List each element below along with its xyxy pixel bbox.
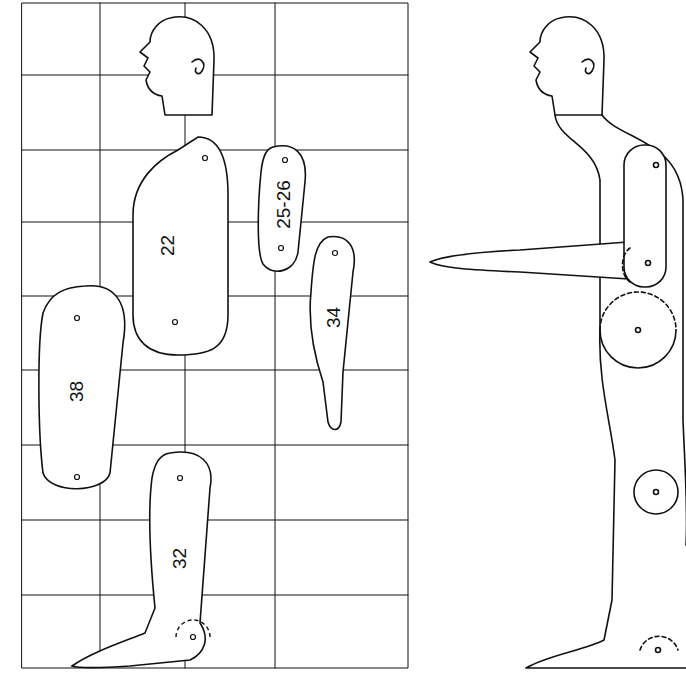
- upper-arm-part: 25-26: [253, 142, 311, 278]
- grid-line: [22, 520, 408, 521]
- grid: [22, 3, 408, 668]
- torso-part: 22: [128, 135, 233, 360]
- assembled-figure: [430, 17, 686, 668]
- pivot-dot: [178, 476, 183, 481]
- grid-line: [275, 3, 276, 668]
- pivot-dot: [191, 635, 196, 640]
- part-number: 25-26: [273, 180, 292, 229]
- forearm-part: 34: [303, 232, 361, 432]
- figure-front: [526, 115, 686, 668]
- part-outline: [72, 452, 211, 667]
- part-number: 22: [158, 234, 177, 255]
- leg-part: 32: [70, 448, 225, 670]
- hip-joint: [600, 292, 676, 330]
- part-number: 38: [67, 380, 86, 401]
- grid-border: [22, 3, 408, 668]
- pivot-dot: [203, 156, 208, 161]
- upper-arm: [624, 145, 666, 287]
- shoulder-joint: [623, 248, 631, 282]
- grid-line: [22, 595, 408, 596]
- thigh-part: 38: [35, 283, 130, 495]
- pivot-dot: [279, 246, 284, 251]
- head-profile: [140, 17, 214, 115]
- head-profile: [530, 17, 604, 115]
- part-outline: [310, 237, 354, 430]
- ear: [192, 59, 204, 73]
- pivot-dot: [656, 648, 661, 653]
- pivot-dot: [283, 158, 288, 163]
- figure-back: [602, 115, 686, 545]
- pivot-dot: [75, 316, 80, 321]
- head-outline: [140, 17, 214, 115]
- part-outline: [303, 232, 361, 432]
- knee-joint: [634, 470, 678, 514]
- part-outline: [128, 135, 233, 360]
- pivot-dot: [646, 261, 651, 266]
- pivot-dot: [173, 320, 178, 325]
- part-outline: [133, 137, 228, 355]
- part-number: 34: [324, 306, 343, 327]
- pivot-dot: [654, 163, 659, 168]
- hip-joint: [600, 330, 676, 368]
- part-outline: [70, 448, 225, 670]
- grid-line: [22, 75, 408, 76]
- part-outline: [39, 286, 125, 489]
- pivot-dot: [636, 328, 641, 333]
- part-number: 32: [170, 547, 189, 568]
- pivot-dot: [333, 251, 338, 256]
- pivot-dot: [654, 490, 659, 495]
- part-outline: [258, 146, 305, 271]
- pivot-dot: [75, 475, 80, 480]
